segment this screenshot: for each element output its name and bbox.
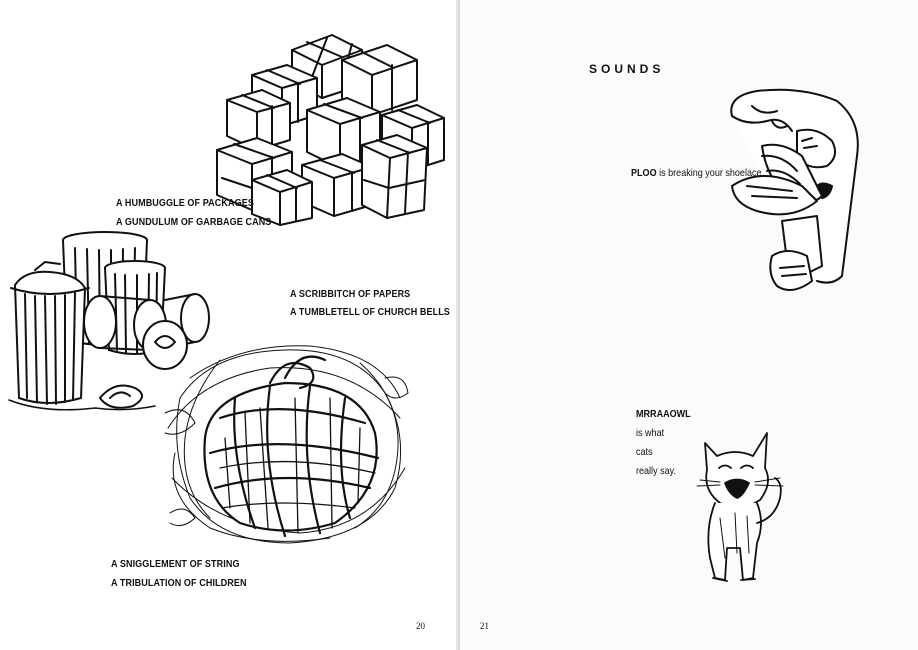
- shoelace-illustration: [722, 86, 867, 301]
- shoelace-text: PLOO is breaking your shoelace.: [631, 167, 764, 180]
- caption-string: A SNIGGLEMENT OF STRING: [111, 558, 240, 570]
- cat-sound-word: MRRAAOWL: [636, 408, 691, 421]
- caption-garbage-cans: A GUNDULUM OF GARBAGE CANS: [116, 216, 272, 228]
- shoelace-description: is breaking your shoelace.: [656, 167, 765, 179]
- caption-children: A TRIBULATION OF CHILDREN: [111, 577, 247, 589]
- right-page: SOUNDS PLOO is breaking your shoelace.: [460, 0, 918, 650]
- caption-packages: A HUMBUGGLE OF PACKAGES: [116, 197, 254, 209]
- section-heading: SOUNDS: [589, 62, 665, 76]
- packages-illustration: [212, 20, 452, 225]
- page-number-left: 20: [416, 621, 425, 631]
- left-page: A HUMBUGGLE OF PACKAGES A GUNDULUM OF GA…: [0, 0, 458, 650]
- caption-papers: A SCRIBBITCH OF PAPERS: [290, 288, 411, 300]
- sound-word-ploo: PLOO: [631, 167, 657, 179]
- garbage-cans-illustration: [5, 230, 215, 412]
- caption-church-bells: A TUMBLETELL OF CHURCH BELLS: [290, 306, 450, 318]
- cat-illustration: [685, 428, 790, 588]
- cat-text-line-1: is what: [636, 427, 665, 439]
- sound-word-mrraaowl: MRRAAOWL: [636, 408, 691, 420]
- cat-text-line-2: cats: [636, 446, 653, 458]
- page-number-right: 21: [480, 621, 489, 631]
- ball-of-string-illustration: [160, 338, 410, 548]
- book-gutter: [456, 0, 462, 650]
- cat-text-line-3: really say.: [636, 465, 676, 477]
